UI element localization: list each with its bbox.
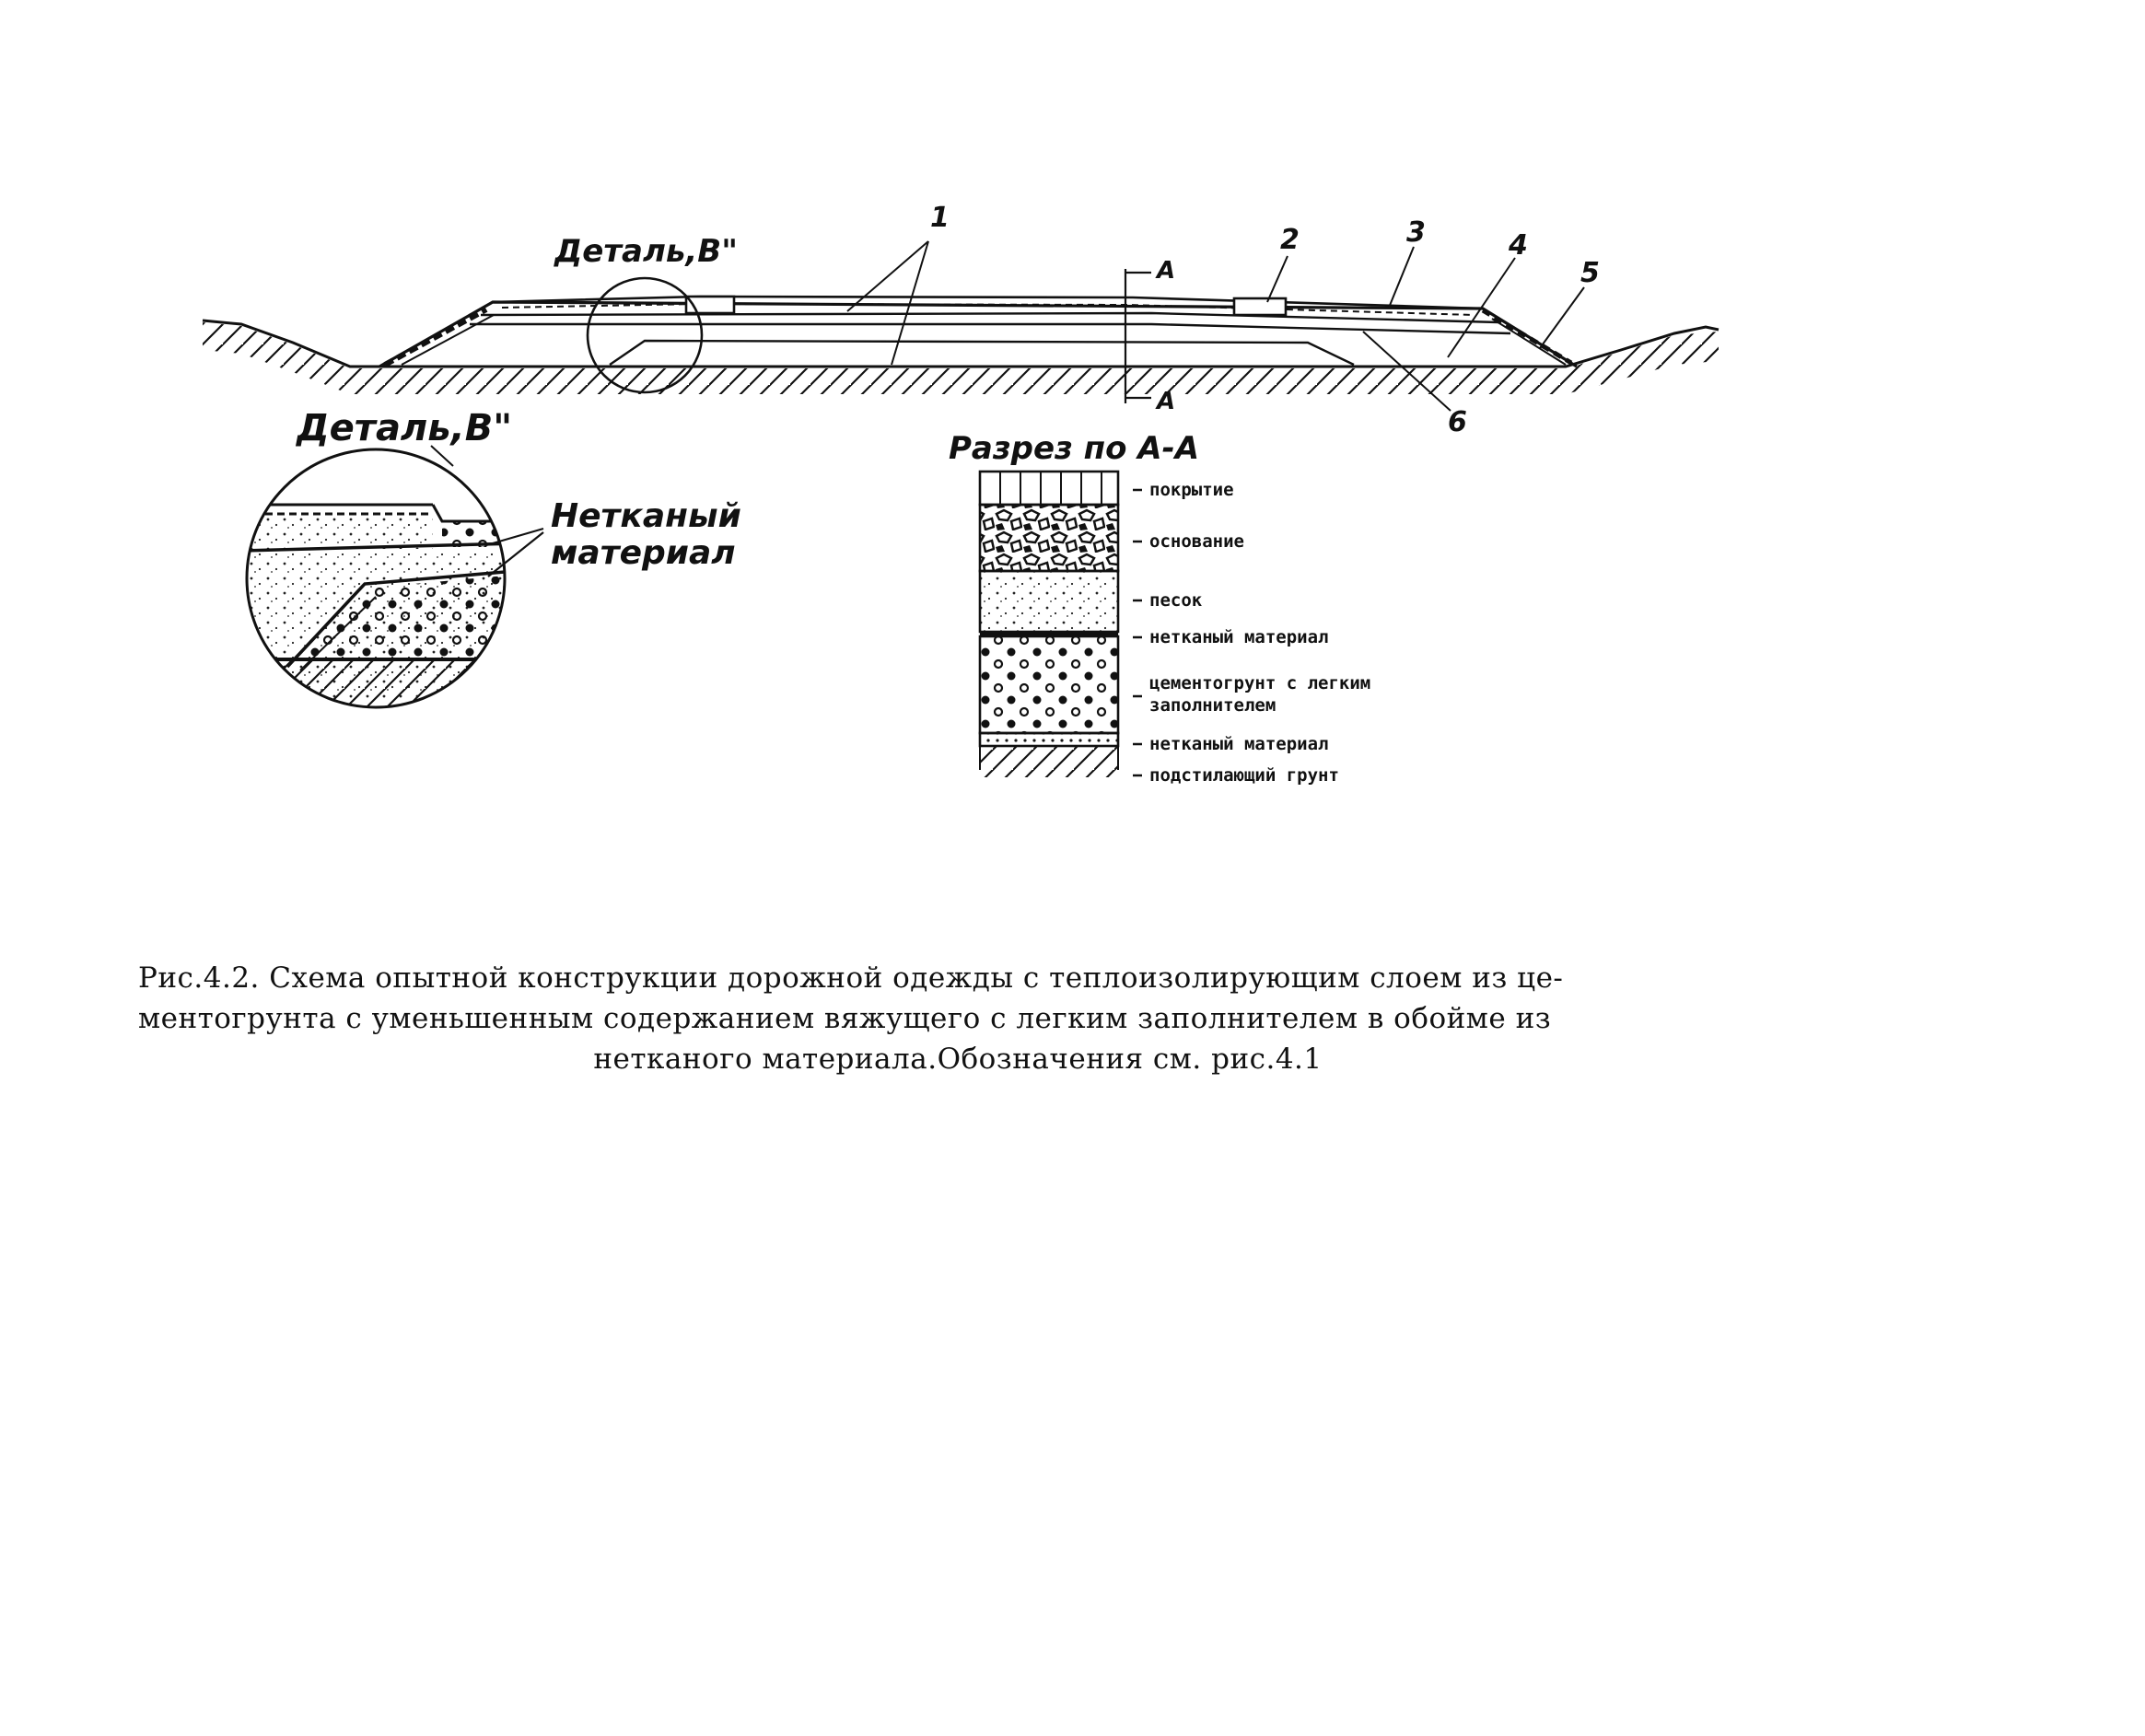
detail-label-line2: материал (551, 534, 736, 572)
callout-2: 2 (1280, 224, 1300, 256)
legend-subgrade: подстилающий грунт (1149, 765, 1339, 786)
callout-5: 5 (1580, 257, 1600, 289)
callout-6: 6 (1448, 406, 1467, 438)
legend-nonwoven-bottom: нетканый материал (1149, 734, 1328, 754)
detail-title: Деталь,B" (295, 407, 512, 449)
section-mark-bottom: A (1155, 388, 1175, 415)
layer-osnovanie (978, 503, 1120, 573)
layer-subgrade (980, 746, 1118, 777)
legend-pokrytie: покрытие (1149, 480, 1234, 500)
layer-pesok (978, 569, 1120, 634)
caption-line-3: нетканого материала.Обозначения см. рис.… (593, 1043, 1323, 1076)
detail-marker-circle (586, 276, 704, 394)
layer-nonwoven-bottom (978, 731, 1120, 748)
detail-b: Деталь,B" Нетканый (245, 407, 741, 709)
section-title: Разрез по А-А (949, 430, 1199, 467)
legend-cementogrunt-line2: заполнителем (1149, 695, 1276, 716)
detail-label-line1: Нетканый (551, 497, 741, 535)
figure-caption: Рис.4.2. Схема опытной конструкции дорож… (138, 958, 1778, 1079)
detail-reference-label: Деталь,B" (554, 233, 738, 270)
legend-pesok: песок (1149, 590, 1203, 611)
callout-4: 4 (1508, 229, 1528, 262)
legend-osnovanie: основание (1149, 531, 1244, 552)
section-mark-top: A (1155, 257, 1175, 285)
caption-line-2: ментогрунта с уменьшенным содержанием вя… (138, 1002, 1552, 1035)
layer-cementogrunt (978, 635, 1120, 735)
callout-3: 3 (1406, 216, 1426, 249)
layer-nonwoven-top (980, 632, 1118, 636)
caption-line-1: Рис.4.2. Схема опытной конструкции дорож… (138, 961, 1564, 995)
callout-1: 1 (930, 202, 950, 234)
road-cross-section: A A Деталь,B" 1 2 3 4 5 6 (202, 202, 1719, 438)
section-a-a: Разрез по А-А покрытие основание песок н… (949, 430, 1370, 786)
legend-cementogrunt-line1: цементогрунт с легким (1149, 673, 1370, 693)
legend-nonwoven-top: нетканый материал (1149, 627, 1328, 647)
